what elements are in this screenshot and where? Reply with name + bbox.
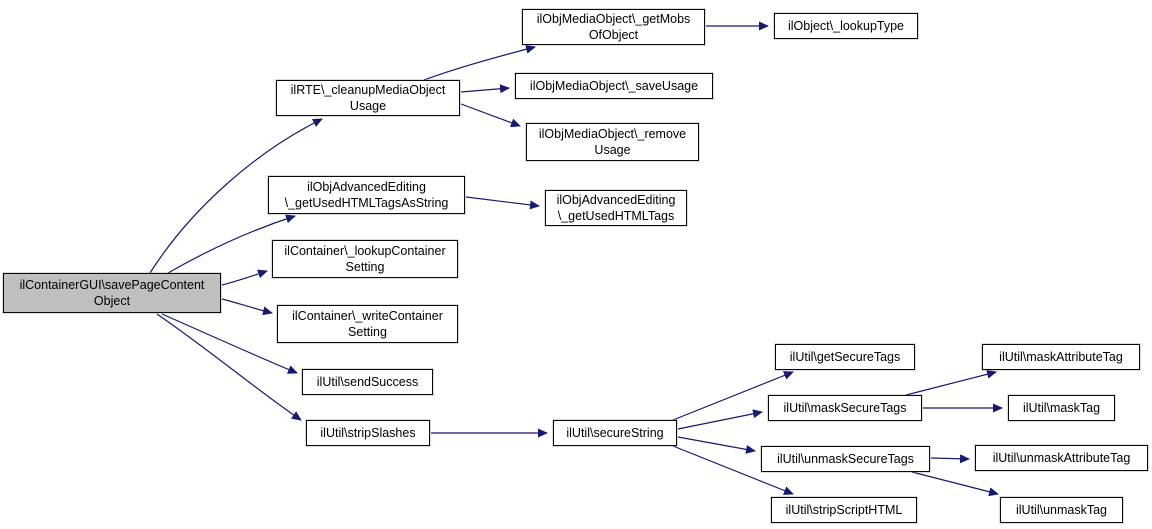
node-label-line: ilUtil\getSecureTags [789, 350, 901, 364]
node-maskSecureTags[interactable]: ilUtil\maskSecureTags [768, 395, 922, 421]
node-label-line: \_getUsedHTMLTags [557, 209, 675, 223]
node-getUsedHTMLTagsAsString[interactable]: ilObjAdvancedEditing \_getUsedHTMLTagsAsS… [268, 176, 465, 214]
node-unmaskAttributeTag[interactable]: ilUtil\unmaskAttributeTag [975, 445, 1148, 471]
node-label-line: ilObject\_lookupType [787, 19, 905, 33]
node-label-line: ilContainer\_writeContainer [292, 309, 443, 323]
node-label-line: ilContainerGUI\savePageContent [19, 278, 205, 292]
edge-cleanupMediaObjectUsage-removeUsage [460, 103, 521, 128]
node-label-line: ilUtil\sendSuccess [316, 375, 419, 389]
edge-cleanupMediaObjectUsage-saveUsage [460, 84, 510, 94]
edge-savePageContentObject-stripSlashes [156, 313, 302, 421]
node-label-line: ilObjAdvancedEditing [556, 193, 676, 207]
edge-savePageContentObject-getUsedHTMLTagsAsString [167, 214, 296, 274]
node-saveUsage[interactable]: ilObjMediaObject\_saveUsage [515, 73, 713, 99]
node-stripSlashes[interactable]: ilUtil\stripSlashes [306, 420, 430, 446]
edge-secureString-stripScriptHTML [672, 445, 794, 495]
node-secureString[interactable]: ilUtil\secureString [553, 420, 677, 446]
node-unmaskTag[interactable]: ilUtil\unmaskTag [1000, 497, 1123, 523]
node-getSecureTags[interactable]: ilUtil\getSecureTags [775, 344, 915, 370]
edge-getUsedHTMLTagsAsString-getUsedHTMLTags [465, 196, 540, 210]
node-label-line: Usage [349, 99, 387, 113]
edge-unmaskSecureTags-unmaskTag [911, 471, 999, 497]
edge-unmaskSecureTags-unmaskAttributeTag [930, 454, 970, 464]
node-label-line: ilContainer\_lookupContainer [284, 244, 446, 258]
node-label-line: ilUtil\stripSlashes [320, 426, 416, 440]
node-label-line: Usage [594, 143, 631, 157]
edge-secureString-unmaskSecureTags [677, 436, 756, 454]
node-label-line: Object [93, 294, 131, 308]
node-label-line: ilUtil\stripScriptHTML [785, 503, 903, 517]
node-lookupType[interactable]: ilObject\_lookupType [774, 13, 918, 39]
edge-savePageContentObject-cleanupMediaObjectUsage [149, 118, 323, 274]
node-label-line: ilUtil\maskSecureTags [783, 401, 907, 415]
node-label-line: \_getUsedHTMLTagsAsString [284, 196, 449, 210]
edge-cleanupMediaObjectUsage-getMobsOfObject [423, 44, 536, 81]
node-stripScriptHTML[interactable]: ilUtil\stripScriptHTML [771, 497, 917, 523]
node-label-line: ilUtil\secureString [566, 426, 664, 440]
node-maskAttributeTag[interactable]: ilUtil\maskAttributeTag [982, 344, 1140, 370]
node-getUsedHTMLTags[interactable]: ilObjAdvancedEditing \_getUsedHTMLTags [545, 190, 687, 226]
edge-secureString-maskSecureTags [677, 409, 763, 430]
node-label-line: ilUtil\maskAttributeTag [999, 350, 1123, 364]
node-label-line: ilUtil\unmaskTag [1015, 503, 1107, 517]
edge-maskSecureTags-maskAttributeTag [905, 369, 997, 396]
edge-secureString-getSecureTags [672, 371, 794, 421]
node-unmaskSecureTags[interactable]: ilUtil\unmaskSecureTags [761, 446, 930, 472]
node-label-line: ilUtil\maskTag [1022, 401, 1101, 415]
node-label-line: ilObjMediaObject\_saveUsage [529, 79, 699, 93]
edge-savePageContentObject-sendSuccess [161, 313, 298, 374]
node-maskTag[interactable]: ilUtil\maskTag [1008, 395, 1115, 421]
edge-savePageContentObject-lookupContainerSetting [221, 269, 268, 286]
node-label-line: ilRTE\_cleanupMediaObject [290, 83, 446, 97]
node-sendSuccess[interactable]: ilUtil\sendSuccess [302, 369, 433, 395]
node-label-line: ilUtil\unmaskAttributeTag [992, 451, 1131, 465]
node-label-line: ilObjAdvancedEditing [307, 180, 426, 194]
node-label-line: OfObject [588, 28, 639, 42]
node-label-line: Setting [345, 260, 385, 274]
node-label-line: ilUtil\unmaskSecureTags [777, 452, 914, 466]
edge-savePageContentObject-writeContainerSetting [221, 298, 273, 316]
node-label-line: Setting [348, 325, 387, 339]
node-label-line: ilObjMediaObject\_remove [538, 127, 687, 141]
node-label-line: ilObjMediaObject\_getMobs [536, 12, 691, 26]
